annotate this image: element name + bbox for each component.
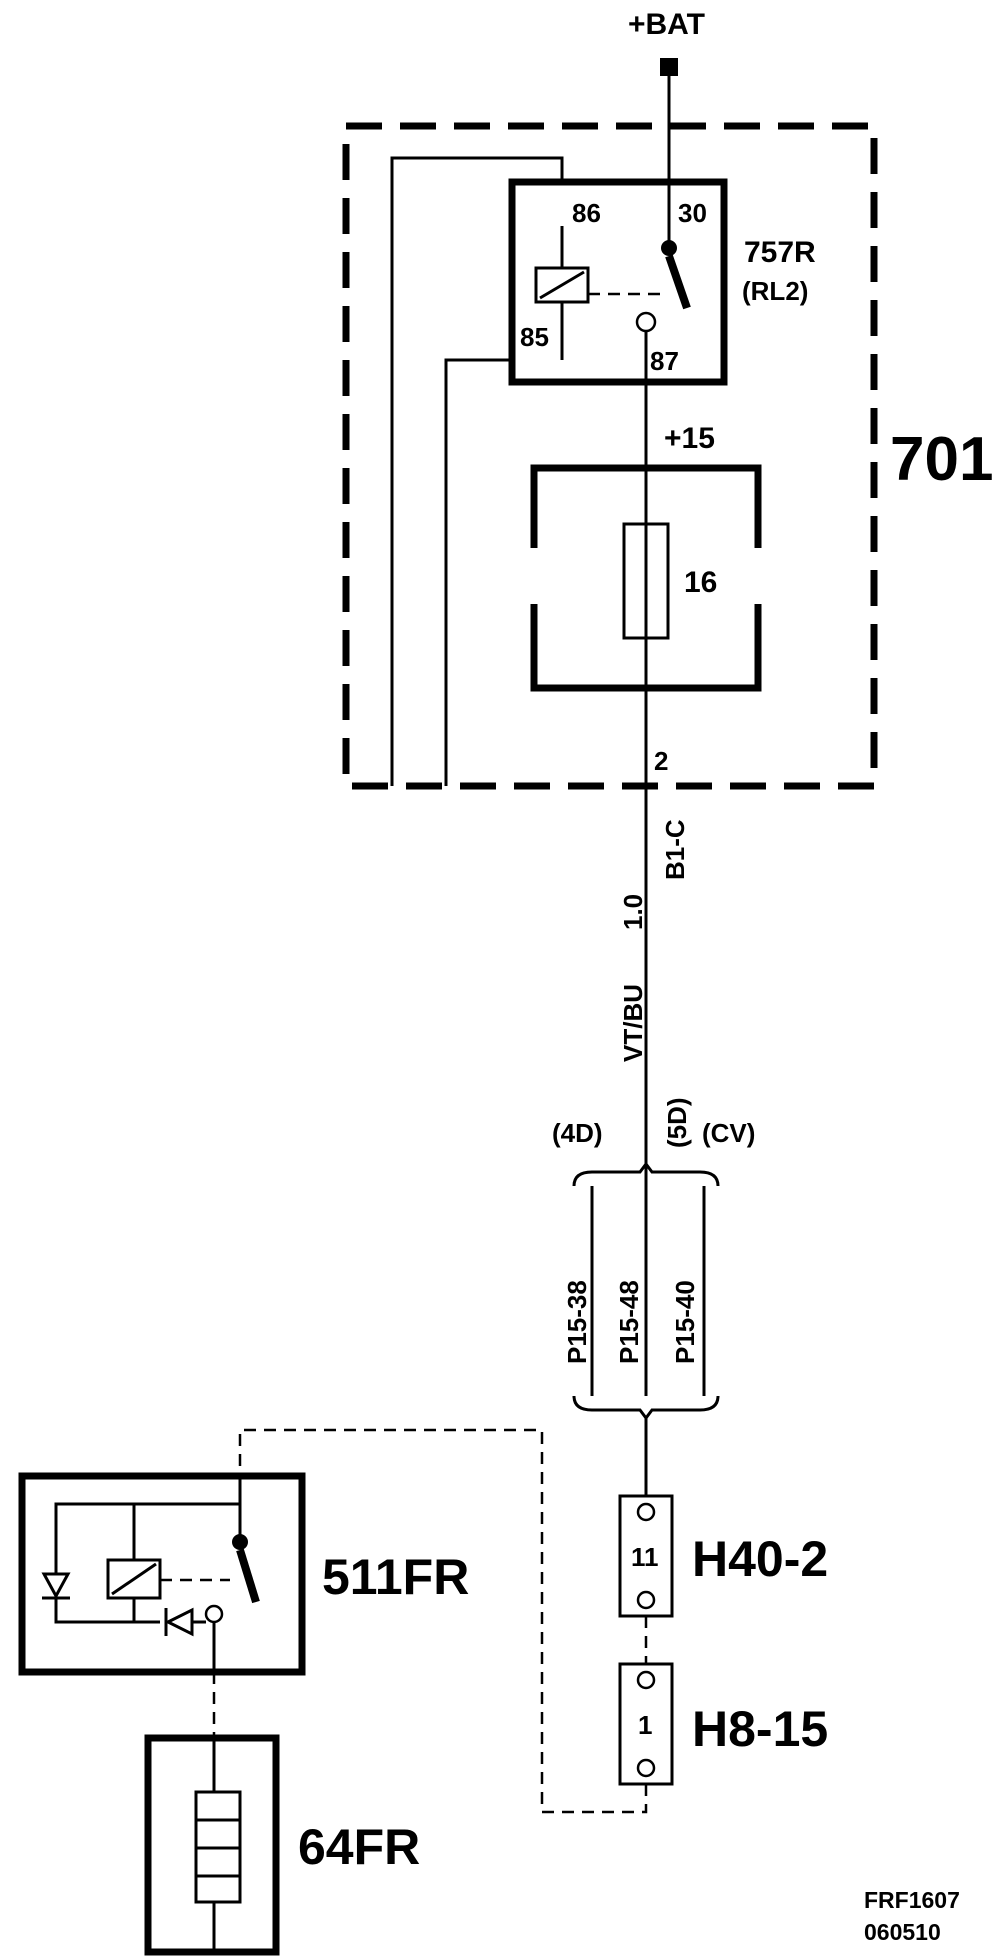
variant-4d: (4D) (552, 1118, 603, 1148)
relay-511fr-box (18, 1472, 306, 1676)
relay-757r: 86 30 85 87 757R (RL2) (508, 178, 816, 386)
battery-supply: +BAT (628, 8, 705, 248)
connector-b1c-pin: 2 (654, 746, 668, 776)
connector-h8-15-pin: 1 (638, 1710, 652, 1740)
relay-757r-pin-30: 30 (678, 198, 707, 228)
component-64fr-code: 64FR (298, 1819, 420, 1875)
pass-through-bracket: P15-38 P15-48 P15-40 (562, 1161, 720, 1421)
reference-code: FRF1607 (864, 1887, 960, 1913)
component-64fr-box (144, 1734, 280, 1956)
relay-757r-pin-85: 85 (520, 322, 549, 352)
connector-h8-15: 1 H8-15 (618, 1662, 828, 1786)
battery-terminal (660, 58, 678, 76)
battery-label: +BAT (628, 8, 705, 41)
relay-511fr-code: 511FR (322, 1549, 469, 1605)
relay-511fr: 511FR (18, 1472, 469, 1676)
wire-info: 1.0 VT/BU (618, 894, 648, 1062)
relay-757r-pin-86: 86 (572, 198, 601, 228)
connector-h8-15-code: H8-15 (692, 1701, 828, 1757)
pass-pin-1: P15-38 (562, 1280, 592, 1364)
fuse-block: +15 16 (528, 422, 764, 692)
relay-757r-code: 757R (744, 236, 816, 269)
fuse-number: 16 (684, 566, 717, 599)
variant-5d: (5D) (662, 1097, 692, 1148)
relay-control-wires (390, 156, 564, 786)
reference-date: 060510 (864, 1919, 941, 1945)
variant-labels: (4D) (5D) (CV) (552, 1097, 755, 1148)
relay-757r-nc-contact (635, 311, 657, 333)
relay-757r-switch-blade (665, 254, 691, 310)
wire-section: 1.0 (618, 894, 648, 930)
relay-757r-common-contact (661, 240, 677, 256)
central-box-701: 701 (342, 122, 993, 790)
diagram-reference: FRF1607 060510 (864, 1887, 960, 1945)
connector-b1c: 2 B1-C (654, 746, 690, 880)
connector-h40-2: 11 H40-2 (618, 1494, 828, 1618)
pass-pin-3: P15-40 (670, 1280, 700, 1364)
relay-511fr-output-contact (204, 1604, 224, 1624)
connector-b1c-name: B1-C (660, 819, 690, 880)
component-64fr: 64FR (144, 1734, 420, 1956)
pass-pin-2: P15-48 (614, 1280, 644, 1364)
connector-h40-2-code: H40-2 (692, 1531, 828, 1587)
fuse-supply-label: +15 (664, 422, 715, 455)
wire-color: VT/BU (618, 984, 648, 1062)
central-box-code: 701 (890, 425, 993, 494)
relay-757r-box (508, 178, 728, 386)
connector-h40-2-pin: 11 (631, 1542, 659, 1572)
relay-511fr-switch-blade (236, 1548, 260, 1604)
relay-757r-sub: (RL2) (742, 276, 808, 306)
variant-cv: (CV) (702, 1118, 755, 1148)
relay-757r-pin-87: 87 (650, 346, 679, 376)
